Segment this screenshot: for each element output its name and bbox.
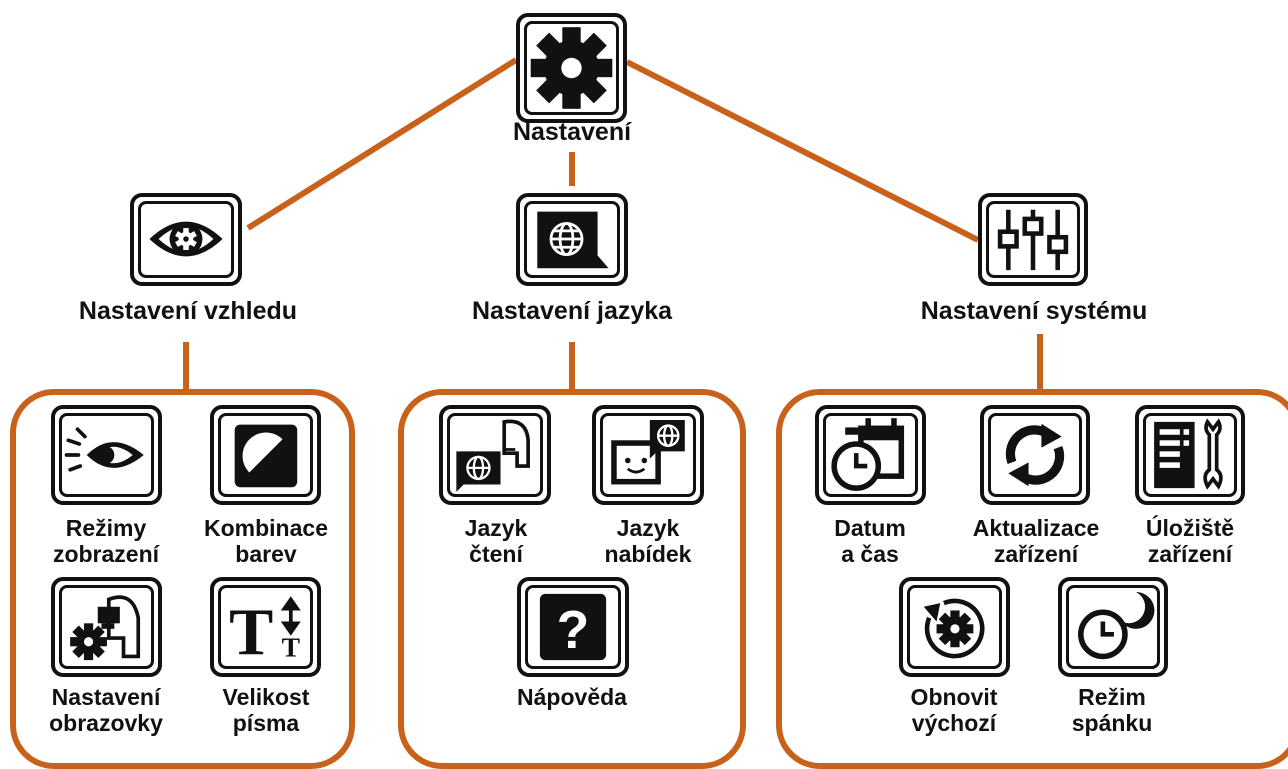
language-settings-label: Nastavení jazyka <box>471 297 673 325</box>
refresh-icon <box>1005 423 1065 487</box>
connector-root-left <box>246 57 518 231</box>
menu-language-icon <box>611 420 685 485</box>
calendar-clock-icon <box>831 418 905 491</box>
svg-text:T: T <box>282 631 300 662</box>
display-modes-button[interactable] <box>51 405 162 505</box>
sleep-clock-icon <box>1078 592 1155 660</box>
color-combinations-button[interactable] <box>210 405 321 505</box>
help-label: Nápověda <box>517 684 627 710</box>
storage-wrench-icon <box>1154 418 1223 490</box>
font-size-icon: T T <box>229 596 301 670</box>
help-button[interactable]: ? <box>517 577 629 677</box>
sleep-mode-button[interactable] <box>1058 577 1168 677</box>
screen-settings-button[interactable] <box>51 577 162 677</box>
language-settings-button[interactable] <box>516 193 628 286</box>
help-icon: ? <box>539 593 607 660</box>
color-contrast-icon <box>234 424 298 488</box>
eye-rays-icon <box>64 427 144 472</box>
eye-gear-icon <box>149 221 223 257</box>
gear-icon <box>530 27 613 109</box>
appearance-settings-button[interactable] <box>130 193 242 286</box>
root-label: Nastavení <box>512 118 632 146</box>
reading-language-button[interactable] <box>439 405 551 505</box>
device-storage-button[interactable] <box>1135 405 1245 505</box>
device-update-button[interactable] <box>980 405 1090 505</box>
connector-root-right <box>625 59 980 243</box>
root-settings-button[interactable] <box>516 13 627 123</box>
date-time-button[interactable] <box>815 405 926 505</box>
sliders-icon <box>997 209 1069 271</box>
reset-gear-icon <box>923 598 985 659</box>
screen-settings-icon <box>70 595 141 661</box>
reading-language-icon <box>456 419 530 492</box>
menu-language-button[interactable] <box>592 405 704 505</box>
svg-text:?: ? <box>557 601 590 660</box>
font-size-button[interactable]: T T <box>210 577 321 677</box>
restore-defaults-button[interactable] <box>899 577 1010 677</box>
appearance-settings-label: Nastavení vzhledu <box>78 297 298 325</box>
system-settings-label: Nastavení systému <box>920 297 1148 325</box>
svg-text:T: T <box>229 597 273 670</box>
globe-speech-icon <box>537 211 609 269</box>
system-settings-button[interactable] <box>978 193 1088 286</box>
